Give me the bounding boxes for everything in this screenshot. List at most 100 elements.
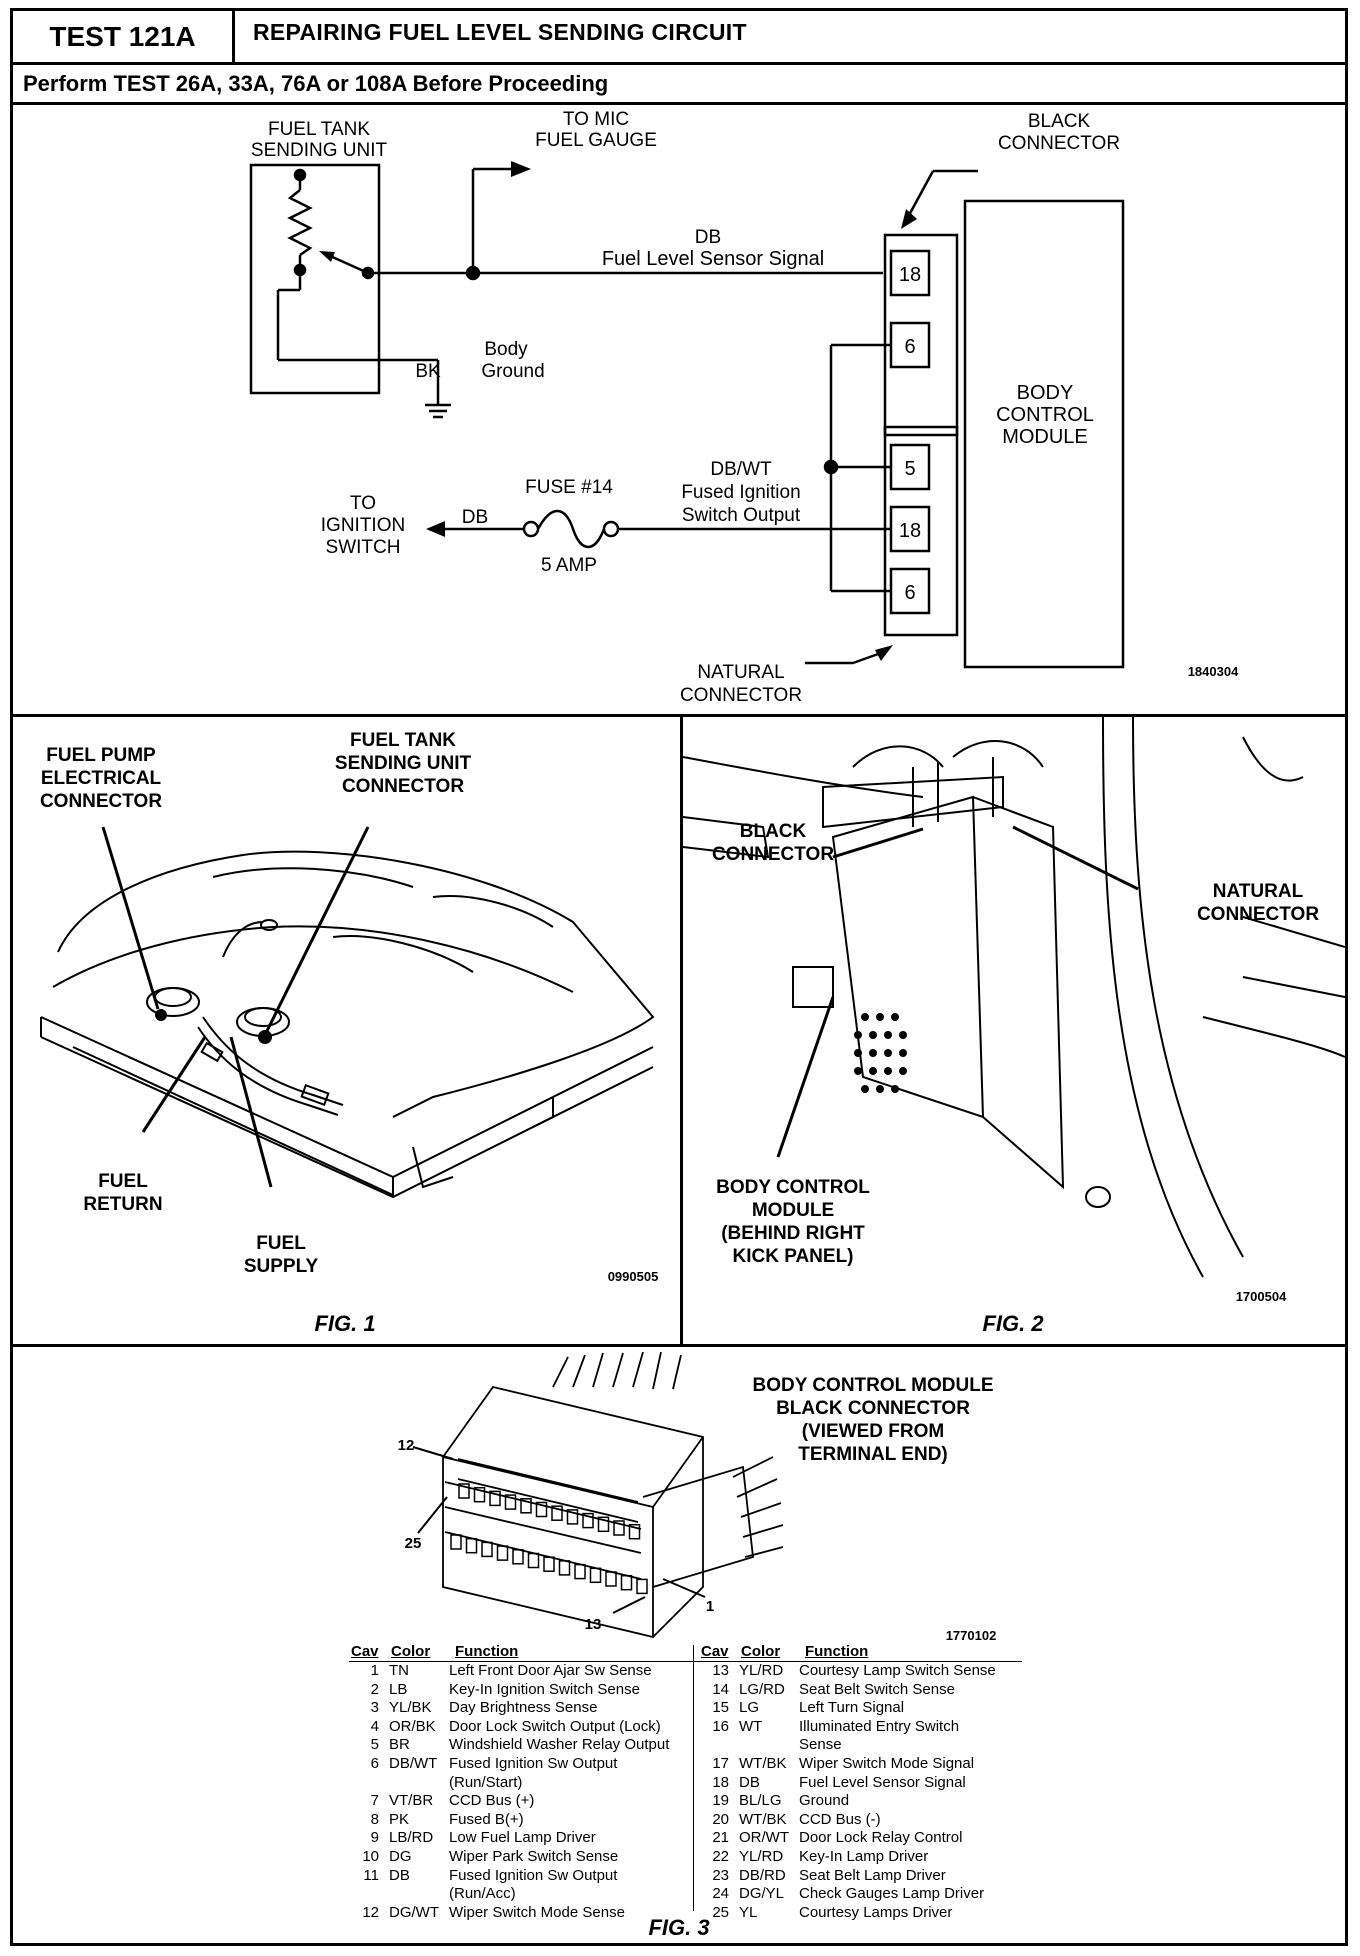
label-wire2-color: DB/WT [710, 459, 772, 480]
wire-color: WT/BK [739, 1754, 787, 1772]
circuit-function: Seat Belt Lamp Driver [799, 1866, 946, 1884]
circuit-function: Left Front Door Ajar Sw Sense [449, 1662, 652, 1679]
table-left-head-function: Function [455, 1643, 519, 1660]
pin-6-natural: 6 [904, 582, 915, 604]
cavity-top [458, 1483, 470, 1499]
cavity-bottom [496, 1545, 509, 1561]
schematic-ref: 1840304 [1188, 664, 1239, 679]
table-divider [693, 1645, 694, 1911]
circuit-function: Ground [799, 1792, 850, 1810]
black-connector-housing [883, 233, 959, 437]
wire-color: DB [739, 1773, 760, 1791]
label-bcm-2: CONTROL [996, 404, 1094, 426]
cavity-number: 4 [370, 1717, 379, 1735]
divider-fig1-fig2 [680, 714, 683, 1344]
label-natural-connector-1: NATURAL [697, 662, 784, 683]
fig3-title-1: BODY CONTROL MODULE [752, 1375, 993, 1396]
cavity-number: 6 [370, 1754, 379, 1772]
table-right-head-color: Color [741, 1643, 781, 1660]
fig1-label-fuel-supply-1: FUEL [256, 1233, 306, 1254]
circuit-function: (Run/Start) [449, 1773, 523, 1791]
test-number: TEST 121A [13, 11, 235, 62]
wire-color: TN [389, 1662, 409, 1679]
fig2-label-natural-connector-2: CONNECTOR [1197, 904, 1319, 925]
cavity-top [582, 1512, 594, 1529]
label-bcm-1: BODY [1017, 382, 1074, 404]
divider-schematic [13, 714, 1345, 717]
circuit-function: Door Lock Relay Control [799, 1829, 963, 1847]
cavity-bottom [527, 1552, 540, 1569]
cavity-top [628, 1523, 641, 1540]
circuit-function: CCD Bus (+) [449, 1792, 535, 1810]
cavity-number: 12 [362, 1903, 379, 1921]
cavity-top [613, 1520, 625, 1536]
table-row: Sense [699, 1736, 1039, 1755]
label-sending-unit-2: SENDING UNIT [251, 140, 388, 161]
fig3-pin-25: 25 [405, 1535, 422, 1552]
wire-color: LB/RD [389, 1829, 434, 1847]
cavity-number: 8 [370, 1810, 379, 1828]
circuit-function: (Run/Acc) [449, 1885, 516, 1903]
table-row: (Run/Acc) [349, 1885, 689, 1904]
cavity-bottom [620, 1574, 633, 1591]
cavity-bottom [481, 1541, 493, 1558]
wire-color: WT/BK [739, 1810, 787, 1828]
divider-figures [13, 1344, 1345, 1347]
cavity-top [597, 1516, 610, 1533]
circuit-function: Courtesy Lamp Switch Sense [799, 1662, 996, 1679]
circuit-function: Seat Belt Switch Sense [799, 1680, 955, 1698]
fig2-label-black-connector-1: BLACK [740, 821, 807, 842]
fig2-label-bcm-3: (BEHIND RIGHT [721, 1223, 865, 1244]
cavity-number: 20 [712, 1810, 729, 1828]
wire-color: LB [389, 1680, 408, 1698]
wire-color: LG [739, 1699, 760, 1717]
wire-color: DG [389, 1847, 412, 1865]
bcm-box [963, 199, 1125, 669]
circuit-function: Key-In Lamp Driver [799, 1847, 929, 1865]
pin-6-black: 6 [904, 336, 915, 358]
cavity-number: 22 [712, 1847, 729, 1865]
fig3-caption: FIG. 3 [648, 1915, 710, 1940]
fig3-ref: 1770102 [946, 1628, 997, 1643]
fig1-label-sending-unit-1: FUEL TANK [350, 730, 456, 751]
fig3-title-2: BLACK CONNECTOR [776, 1398, 970, 1419]
cavity-number: 5 [370, 1736, 379, 1754]
circuit-function: Wiper Park Switch Sense [449, 1847, 619, 1865]
cavity-top [489, 1490, 501, 1507]
table-right-head-cav: Cav [701, 1643, 729, 1660]
label-to-ignition-2: IGNITION [321, 515, 405, 536]
cavity-bottom [636, 1578, 648, 1595]
label-to-mic-1: TO MIC [563, 109, 629, 130]
fig3-pin-12: 12 [398, 1437, 415, 1454]
circuit-function: Courtesy Lamps Driver [799, 1903, 953, 1921]
fig1-label-fuel-pump-1: FUEL PUMP [46, 745, 156, 766]
label-bcm-3: MODULE [1002, 426, 1088, 448]
page-subtitle: Perform TEST 26A, 33A, 76A or 108A Befor… [13, 65, 1345, 105]
wire-color: DB [389, 1866, 410, 1884]
cavity-number: 10 [362, 1847, 379, 1865]
label-wire1-color: DB [695, 227, 721, 248]
fig1-label-sending-unit-2: SENDING UNIT [335, 753, 472, 774]
cavity-number: 3 [370, 1699, 379, 1717]
wire-color: YL [739, 1903, 758, 1921]
cavity-number: 25 [712, 1903, 729, 1921]
cavity-top [520, 1498, 532, 1514]
natural-connector-housing [883, 425, 959, 637]
wire-color: LG/RD [739, 1680, 785, 1698]
pin-18-black: 18 [899, 264, 921, 286]
label-to-ignition-3: SWITCH [326, 537, 401, 558]
